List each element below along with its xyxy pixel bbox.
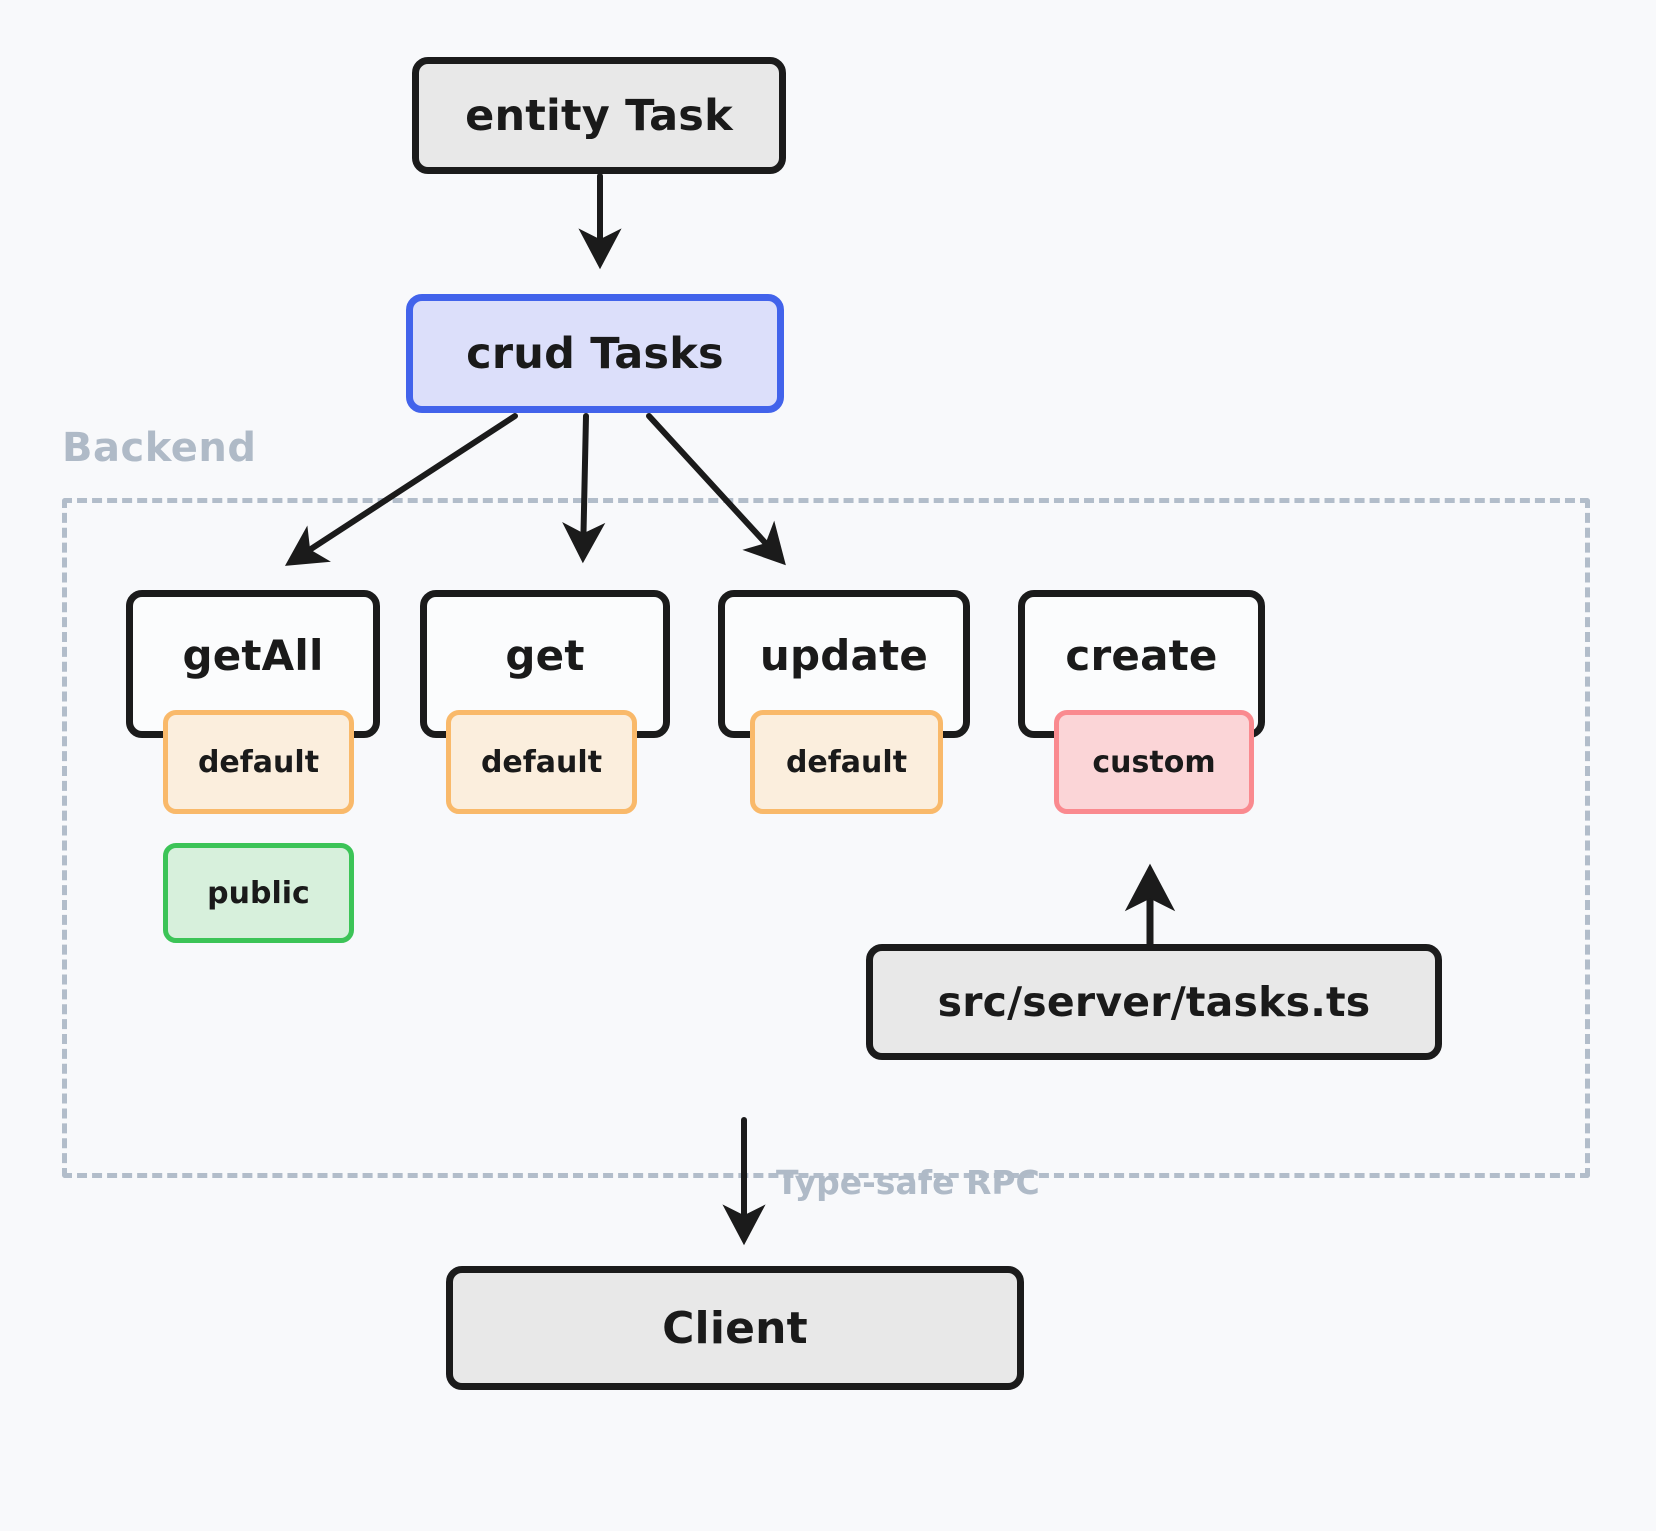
edge-label-type-safe-rpc: Type-safe RPC bbox=[776, 1163, 1040, 1202]
node-client[interactable]: Client bbox=[446, 1266, 1024, 1390]
node-crud-tasks[interactable]: crud Tasks bbox=[406, 294, 784, 413]
badge-create-custom[interactable]: custom bbox=[1054, 710, 1254, 814]
badge-get-default[interactable]: default bbox=[446, 710, 637, 814]
node-tasks-file[interactable]: src/server/tasks.ts bbox=[866, 944, 1442, 1060]
badge-getall-default[interactable]: default bbox=[163, 710, 354, 814]
backend-group-label: Backend bbox=[62, 425, 257, 471]
badge-getall-public[interactable]: public bbox=[163, 843, 354, 943]
node-entity-task[interactable]: entity Task bbox=[412, 57, 786, 174]
backend-group-container bbox=[62, 498, 1590, 1178]
badge-update-default[interactable]: default bbox=[750, 710, 943, 814]
